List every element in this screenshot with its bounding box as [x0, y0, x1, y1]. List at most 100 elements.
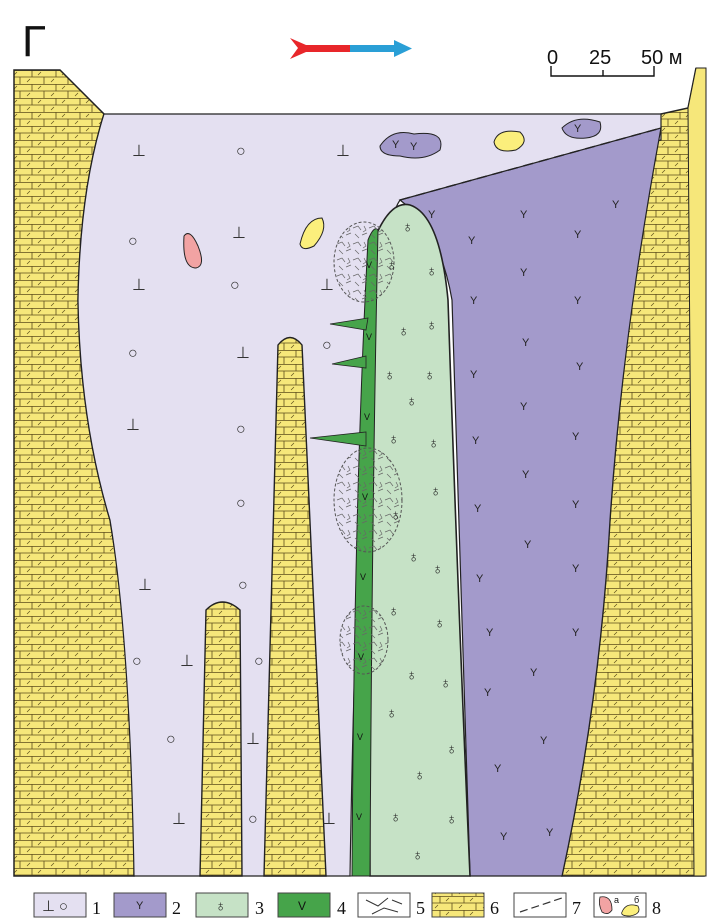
- unit2-y: Y: [486, 627, 494, 639]
- unit3-mark: ♁: [412, 847, 423, 864]
- unit2-y: Y: [472, 435, 480, 447]
- unit1-perp: ⊥: [236, 345, 250, 362]
- unit3-mark: ♁: [398, 323, 409, 340]
- unit1-perp: ⊥: [180, 653, 194, 670]
- legend-symbol-4: V: [298, 899, 306, 913]
- scale-tick-50: 50 м: [641, 47, 683, 69]
- unit2-y: Y: [470, 369, 478, 381]
- unit1-circle: ○: [254, 653, 264, 670]
- unit1-circle: ○: [128, 233, 138, 250]
- unit4-v: V: [362, 492, 368, 502]
- unit2-y: Y: [494, 763, 502, 775]
- unit2-y: Y: [574, 229, 582, 241]
- unit1-perp: ⊥: [138, 577, 152, 594]
- unit1-circle: ○: [238, 577, 248, 594]
- legend-num-5: 5: [416, 898, 425, 918]
- scale-tick-25: 25: [589, 47, 611, 69]
- legend-num-4: 4: [337, 898, 346, 918]
- unit3-mark: ♁: [440, 675, 451, 692]
- unit4-v: V: [360, 572, 366, 582]
- unit3-mark: ♁: [388, 603, 399, 620]
- unit3-mark: ♁: [388, 431, 399, 448]
- unit2-y: Y: [546, 827, 554, 839]
- unit1-circle: ○: [248, 811, 258, 828]
- legend-symbol-3: ♁: [215, 898, 226, 915]
- unit2-y: Y: [500, 831, 508, 843]
- unit1-perp: ⊥: [322, 811, 336, 828]
- unit2-y: Y: [522, 469, 530, 481]
- unit1-perp: ⊥: [132, 277, 146, 294]
- figure-letter: Г: [22, 17, 46, 66]
- unit2-y: Y: [524, 539, 532, 551]
- unit2-y: Y: [572, 563, 580, 575]
- legend-box-5: [358, 893, 410, 917]
- legend-num-8: 8: [652, 898, 661, 918]
- unit2-y: Y: [576, 361, 584, 373]
- unit4-v: V: [357, 732, 363, 742]
- limestone-pillar-left: [200, 602, 242, 876]
- unit2-y: Y: [530, 667, 538, 679]
- unit2-y: Y: [428, 209, 436, 221]
- unit1-perp: ⊥: [172, 811, 186, 828]
- legend-sub-a: а: [614, 895, 619, 905]
- unit1-perp: ⊥: [320, 277, 334, 294]
- unit2-y: Y: [574, 123, 582, 135]
- unit3-mark: ♁: [408, 549, 419, 566]
- unit1-perp: ⊥: [246, 731, 260, 748]
- unit2-y: Y: [574, 295, 582, 307]
- unit4-v: V: [356, 812, 362, 822]
- unit3-mark: ♁: [432, 561, 443, 578]
- unit3-mark: ♁: [426, 263, 437, 280]
- unit2-y: Y: [572, 627, 580, 639]
- scale-tick-0: 0: [547, 47, 558, 69]
- unit2-y: Y: [474, 503, 482, 515]
- unit4-v: V: [366, 332, 372, 342]
- unit3-mark: ♁: [390, 507, 401, 524]
- unit3-mark: ♁: [446, 741, 457, 758]
- unit1-circle: ○: [230, 277, 240, 294]
- unit4-v: V: [364, 412, 370, 422]
- unit2-y: Y: [520, 267, 528, 279]
- unit3-mark: ♁: [446, 811, 457, 828]
- unit2-y: Y: [476, 573, 484, 585]
- legend-sub-b: б: [634, 895, 639, 905]
- legend-box-7: [514, 893, 566, 917]
- legend-symbol-1: ⊥ ○: [42, 899, 68, 915]
- unit1-perp: ⊥: [126, 417, 140, 434]
- unit3-mark: ♁: [386, 705, 397, 722]
- unit1-perp: ⊥: [132, 143, 146, 160]
- scale-bar: 0 25 50 м: [547, 47, 683, 76]
- direction-arrow-red: [290, 38, 350, 59]
- unit2-y: Y: [522, 337, 530, 349]
- legend-symbol-2: Y: [136, 900, 144, 912]
- legend: ⊥ ○ 1 Y 2 ♁ 3 V 4 5 6 7 а б 8: [34, 893, 661, 918]
- unit1-circle: ○: [236, 495, 246, 512]
- direction-arrow: [290, 38, 412, 59]
- unit1-circle: ○: [236, 421, 246, 438]
- unit1-circle: ○: [166, 731, 176, 748]
- legend-num-6: 6: [490, 898, 499, 918]
- unit3-mark: ♁: [406, 393, 417, 410]
- unit2-y: Y: [484, 687, 492, 699]
- legend-num-3: 3: [255, 898, 264, 918]
- unit3-mark: ♁: [430, 483, 441, 500]
- unit2-y: Y: [468, 235, 476, 247]
- unit3-mark: ♁: [426, 317, 437, 334]
- unit2-y: Y: [612, 199, 620, 211]
- unit3-mark: ♁: [384, 367, 395, 384]
- unit1-circle: ○: [236, 143, 246, 160]
- unit1-perp: ⊥: [336, 143, 350, 160]
- direction-arrow-blue: [350, 40, 412, 57]
- unit2-y: Y: [572, 499, 580, 511]
- legend-num-1: 1: [92, 898, 101, 918]
- unit1-circle: ○: [132, 653, 142, 670]
- unit4-v: V: [366, 260, 372, 270]
- unit2-y: Y: [520, 209, 528, 221]
- legend-num-7: 7: [572, 898, 581, 918]
- unit3-mark: ♁: [406, 667, 417, 684]
- legend-box-6: [432, 893, 484, 917]
- unit1-circle: ○: [322, 337, 332, 354]
- unit3-mark: ♁: [414, 767, 425, 784]
- unit1-circle: ○: [128, 345, 138, 362]
